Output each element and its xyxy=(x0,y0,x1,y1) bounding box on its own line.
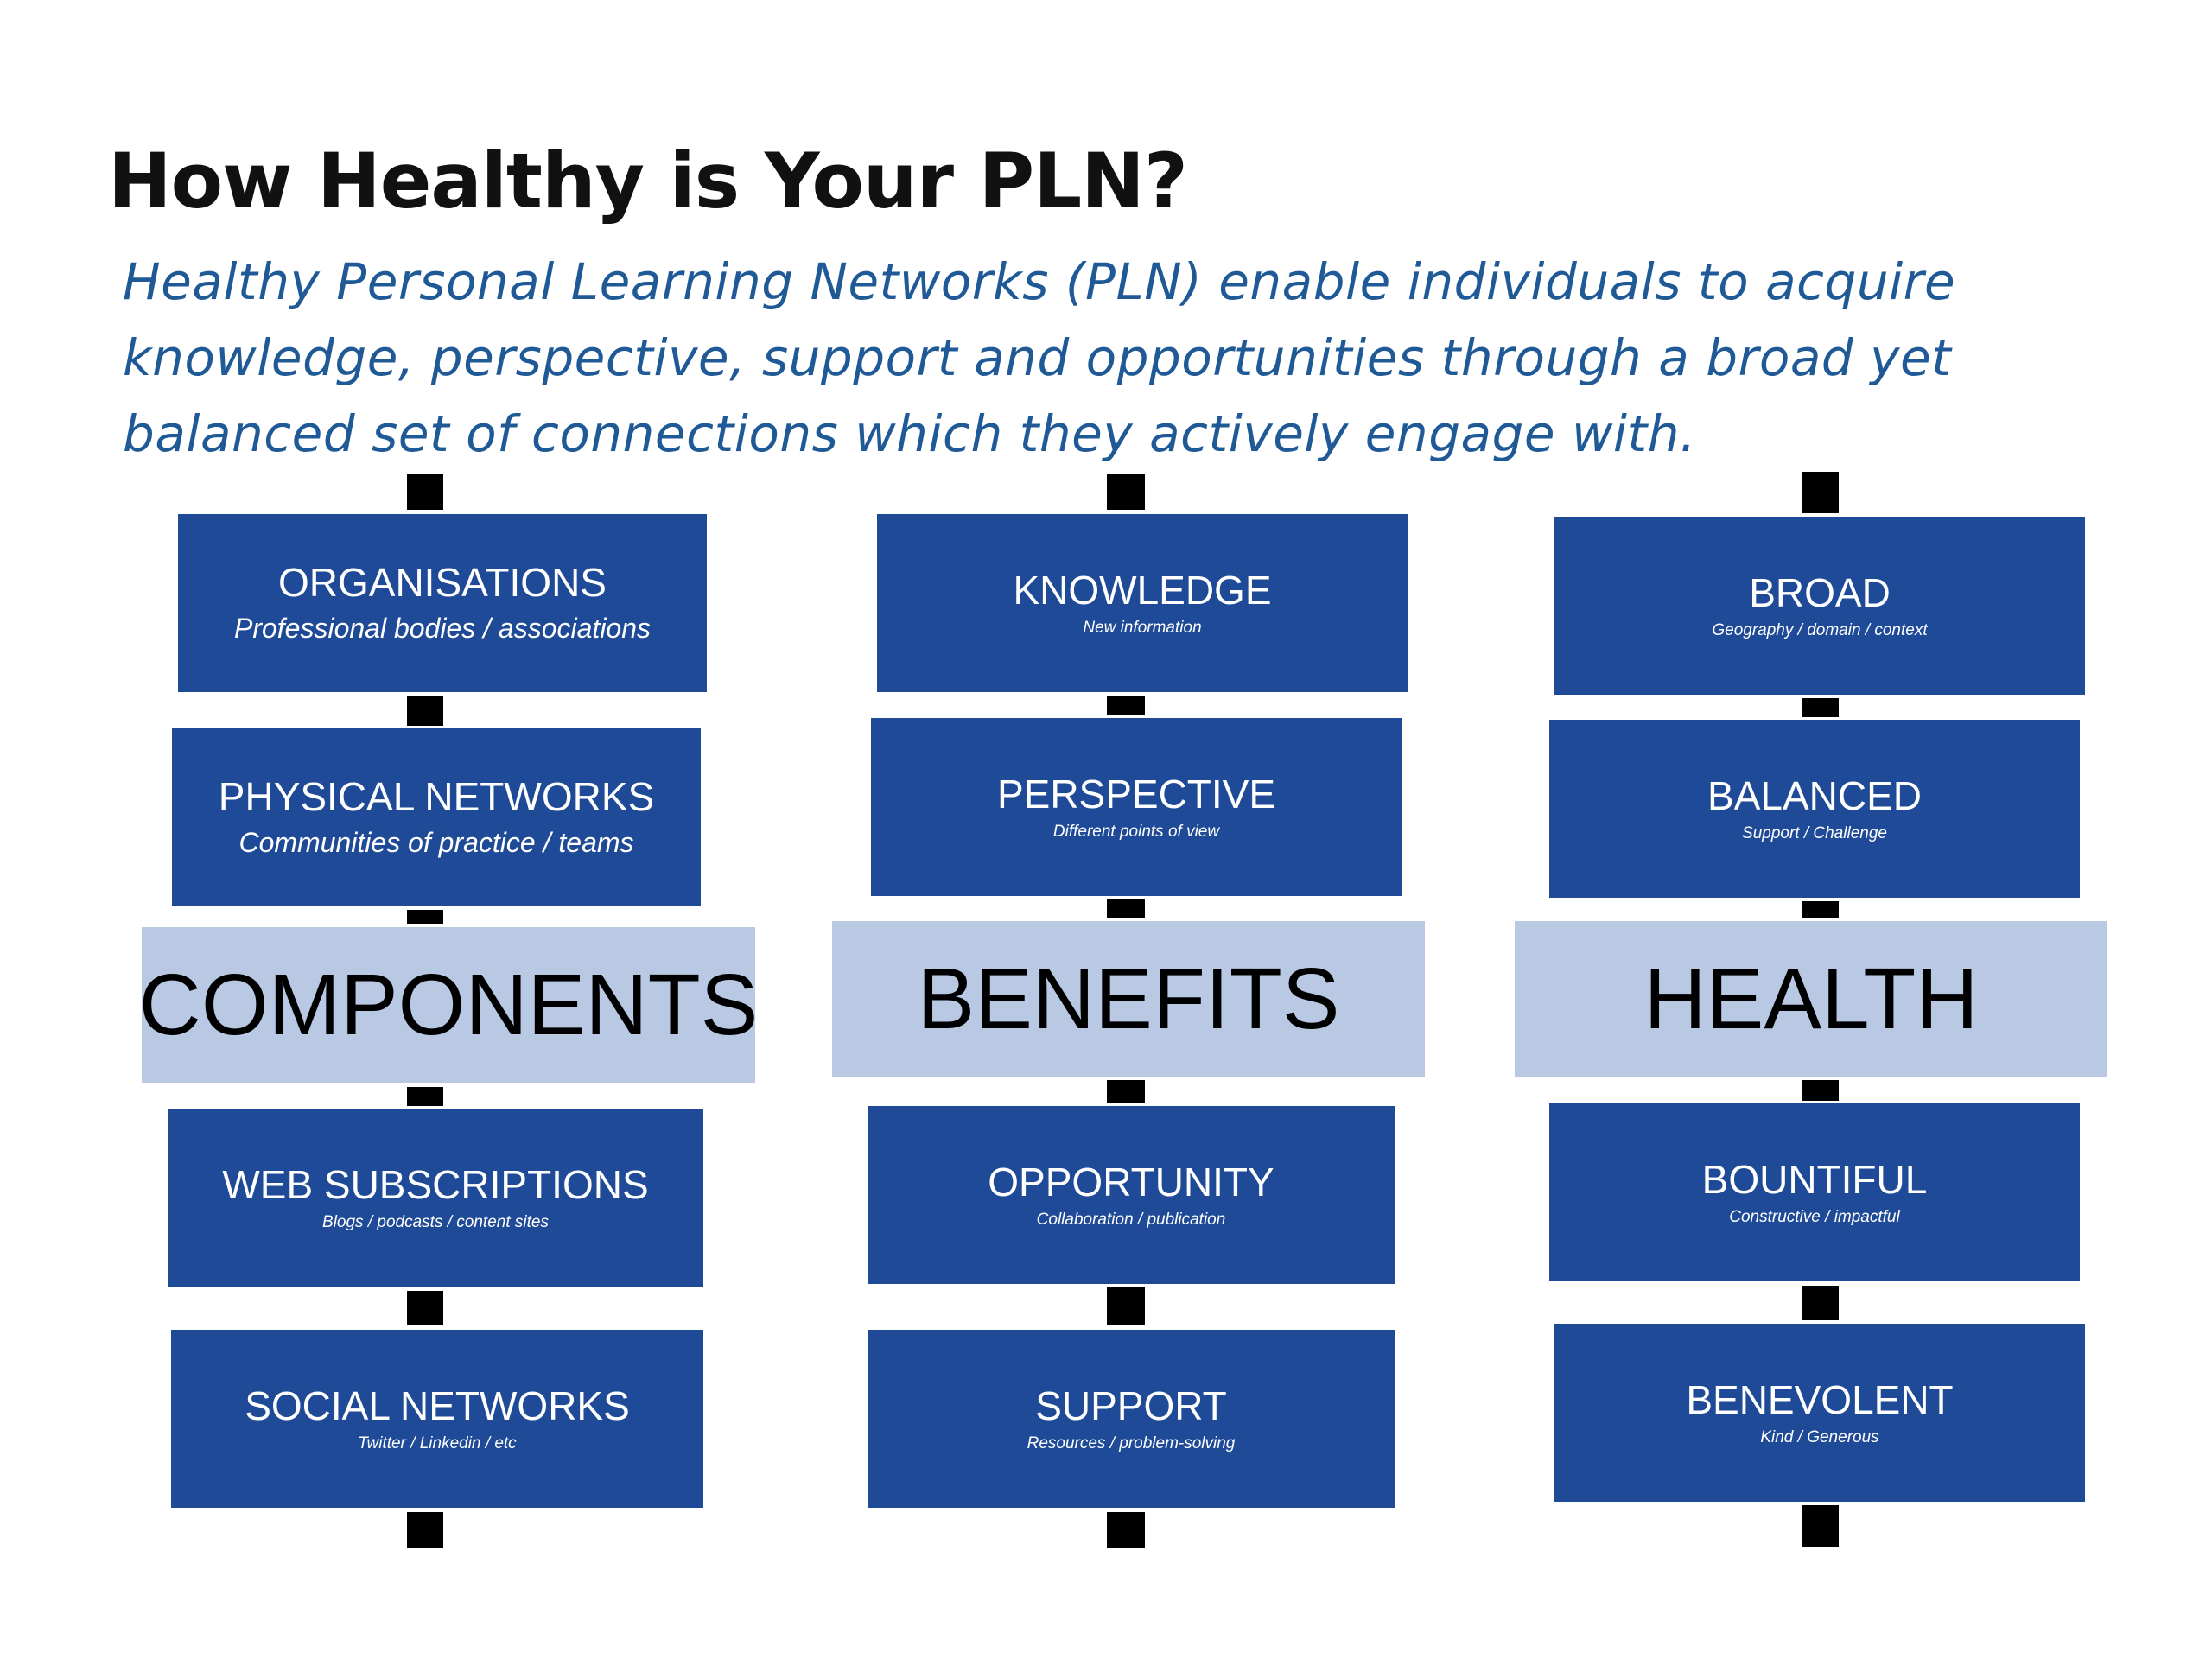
item-label: BOUNTIFUL xyxy=(1701,1157,1928,1202)
item-desc: Geography / domain / context xyxy=(1712,621,1928,639)
item-opportunity: OPPORTUNITY Collaboration / publication xyxy=(866,1104,1396,1286)
connector xyxy=(1107,696,1145,715)
item-desc: New information xyxy=(1083,619,1202,637)
connector xyxy=(1107,1512,1145,1548)
connector xyxy=(1107,1287,1145,1325)
item-desc: Kind / Generous xyxy=(1760,1428,1879,1446)
item-label: BROAD xyxy=(1749,570,1891,615)
item-benevolent: BENEVOLENT Kind / Generous xyxy=(1553,1322,2087,1503)
connector xyxy=(1802,698,1839,717)
subtitle-line: knowledge, perspective, support and oppo… xyxy=(123,328,1952,387)
connector xyxy=(407,696,443,726)
item-label: BENEVOLENT xyxy=(1686,1377,1954,1422)
connector xyxy=(1802,901,1839,918)
item-label: WEB SUBSCRIPTIONS xyxy=(222,1162,649,1207)
item-organisations: ORGANISATIONS Professional bodies / asso… xyxy=(176,512,709,694)
item-desc: Constructive / impactful xyxy=(1729,1208,1900,1226)
item-desc: Communities of practice / teams xyxy=(238,827,634,858)
item-desc: Blogs / podcasts / content sites xyxy=(322,1213,549,1231)
subtitle-line: Healthy Personal Learning Networks (PLN)… xyxy=(123,252,1956,311)
connector xyxy=(1802,472,1839,513)
item-balanced: BALANCED Support / Challenge xyxy=(1548,718,2082,899)
item-desc: Support / Challenge xyxy=(1742,824,1887,842)
page-subtitle: Healthy Personal Learning Networks (PLN)… xyxy=(123,244,2136,472)
item-desc: Resources / problem-solving xyxy=(1027,1434,1236,1452)
connector xyxy=(407,1087,443,1106)
connector xyxy=(1802,1505,1839,1547)
connector xyxy=(407,474,443,510)
item-label: OPPORTUNITY xyxy=(988,1160,1274,1205)
item-desc: Twitter / Linkedin / etc xyxy=(358,1434,517,1452)
item-perspective: PERSPECTIVE Different points of view xyxy=(869,716,1403,898)
item-label: SUPPORT xyxy=(1035,1383,1227,1428)
connector xyxy=(1107,474,1145,510)
item-support: SUPPORT Resources / problem-solving xyxy=(866,1328,1396,1510)
item-web-subscriptions: WEB SUBSCRIPTIONS Blogs / podcasts / con… xyxy=(166,1107,705,1288)
connector xyxy=(1802,1286,1839,1320)
item-broad: BROAD Geography / domain / context xyxy=(1553,515,2087,696)
item-social-networks: SOCIAL NETWORKS Twitter / Linkedin / etc xyxy=(169,1328,705,1510)
connector xyxy=(1107,1080,1145,1103)
item-desc: Professional bodies / associations xyxy=(233,613,652,644)
item-label: PHYSICAL NETWORKS xyxy=(218,774,655,819)
item-physical-networks: PHYSICAL NETWORKS Communities of practic… xyxy=(170,727,702,908)
item-knowledge: KNOWLEDGE New information xyxy=(875,512,1409,694)
item-label: SOCIAL NETWORKS xyxy=(245,1383,630,1428)
header-benefits: BENEFITS xyxy=(832,921,1425,1077)
item-desc: Collaboration / publication xyxy=(1036,1211,1226,1229)
connector xyxy=(407,1512,443,1548)
item-label: KNOWLEDGE xyxy=(1013,568,1272,613)
item-label: BALANCED xyxy=(1707,773,1922,818)
item-label: PERSPECTIVE xyxy=(996,772,1276,817)
item-label: ORGANISATIONS xyxy=(278,560,607,605)
subtitle-line: balanced set of connections which they a… xyxy=(123,404,1696,463)
header-health: HEALTH xyxy=(1515,921,2107,1077)
connector xyxy=(407,1291,443,1325)
header-components: COMPONENTS xyxy=(139,927,758,1083)
item-desc: Different points of view xyxy=(1052,823,1220,841)
page-title: How Healthy is Your PLN? xyxy=(108,137,1188,226)
connector xyxy=(407,910,443,924)
item-bountiful: BOUNTIFUL Constructive / impactful xyxy=(1548,1102,2082,1283)
connector xyxy=(1802,1080,1839,1101)
connector xyxy=(1107,899,1145,918)
